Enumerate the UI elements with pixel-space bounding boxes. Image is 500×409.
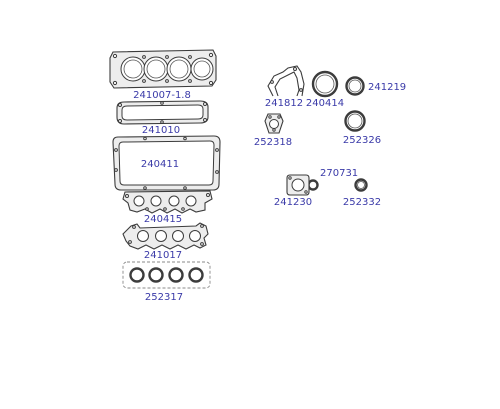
crankshaft-front-seal[interactable] bbox=[311, 70, 339, 98]
water-pump-gasket[interactable] bbox=[264, 113, 284, 134]
part-label-241812: 241812 bbox=[265, 98, 303, 109]
part-label-241219: 241219 bbox=[368, 82, 406, 93]
part-label-252317: 252317 bbox=[145, 292, 183, 303]
part-label-241230: 241230 bbox=[274, 197, 312, 208]
valve-cover-gasket[interactable] bbox=[116, 100, 209, 125]
oil-seal-ring[interactable] bbox=[354, 178, 368, 192]
intake-manifold-gasket[interactable] bbox=[122, 222, 209, 250]
camshaft-seal[interactable] bbox=[345, 76, 365, 96]
oil-pan-gasket[interactable] bbox=[112, 135, 221, 191]
part-label-252326: 252326 bbox=[343, 135, 381, 146]
part-label-252332: 252332 bbox=[343, 197, 381, 208]
part-label-240411: 240411 bbox=[141, 159, 179, 170]
part-label-241017: 241017 bbox=[144, 250, 182, 261]
thermostat-housing-gasket[interactable] bbox=[286, 174, 310, 196]
part-label-241010: 241010 bbox=[142, 125, 180, 136]
rear-main-seal[interactable] bbox=[344, 110, 366, 132]
part-label-270731: 270731 bbox=[320, 168, 358, 179]
part-label-252318: 252318 bbox=[254, 137, 292, 148]
valve-stem-seals[interactable] bbox=[122, 261, 211, 289]
part-label-240415: 240415 bbox=[144, 214, 182, 225]
small-o-ring[interactable] bbox=[307, 179, 319, 191]
timing-cover-gasket[interactable] bbox=[267, 65, 305, 97]
exhaust-manifold-gasket[interactable] bbox=[122, 190, 213, 214]
cylinder-head-gasket[interactable] bbox=[109, 49, 217, 89]
part-label-241007: 241007-1.8 bbox=[133, 90, 191, 101]
part-label-240414: 240414 bbox=[306, 98, 344, 109]
